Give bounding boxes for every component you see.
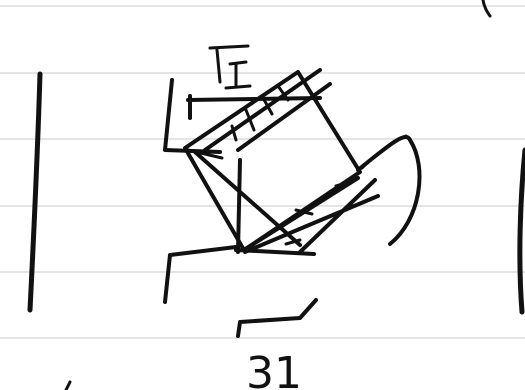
upper-parallel-edge [203, 68, 332, 152]
bottom-dimension-bracket [236, 298, 318, 338]
bottom-left-mark [64, 380, 72, 390]
upper-wall-bracket [163, 78, 222, 154]
curved-support-arc [356, 135, 422, 246]
upper-hatch-marks [186, 84, 290, 160]
dimension-label: 31 [246, 348, 302, 390]
beam-quadrilateral [183, 70, 362, 252]
top-right-mark [481, 0, 492, 18]
lower-wall-bracket [163, 245, 238, 304]
vertical-post [236, 158, 242, 254]
top-tick-mark [208, 44, 252, 90]
top-dimension-line [186, 94, 322, 120]
arc-hook [360, 134, 408, 170]
ruled-lines [0, 5, 525, 339]
bottom-horizontal-line [234, 248, 316, 256]
diagonal-brace-two [242, 176, 360, 252]
lower-hatch-marks [284, 180, 352, 246]
diagonal-brace-one [193, 150, 302, 247]
left-bracket-stroke [27, 71, 43, 313]
right-bracket-stroke [517, 147, 525, 315]
lower-parallel-edge [243, 178, 380, 254]
